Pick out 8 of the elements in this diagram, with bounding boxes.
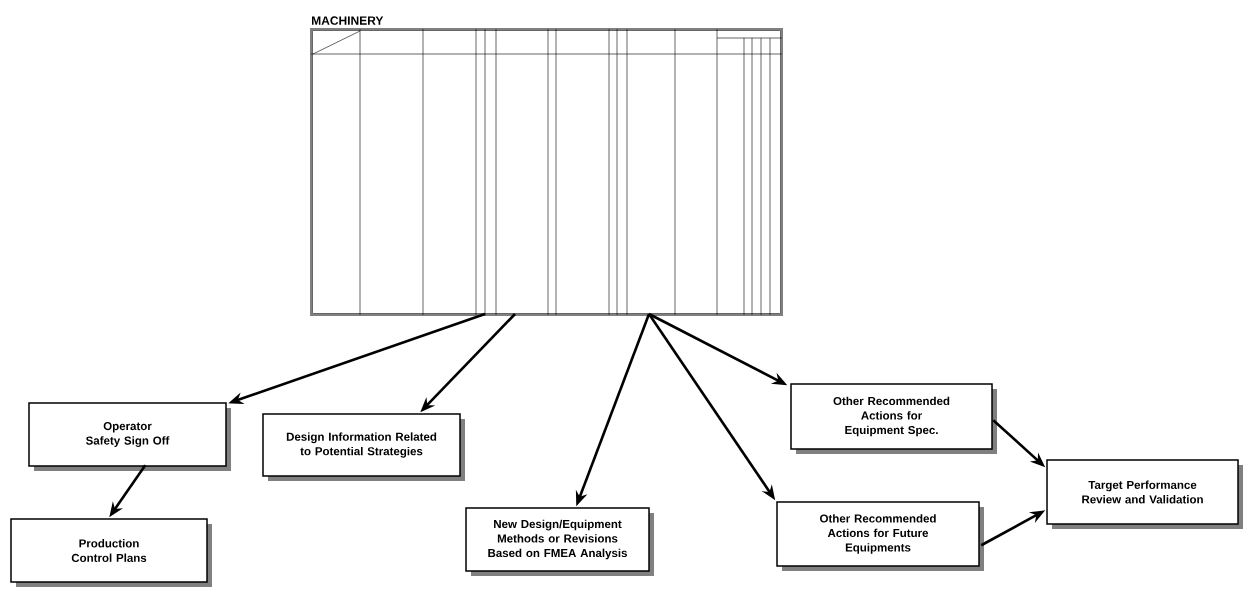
process-box: Design Information Related to Potential Strategies [262,413,465,481]
process-box: Other Recommended Actions for Future Equipments [776,501,984,571]
table-heading: MACHINERY [312,16,384,25]
process-box: Target Performance Review and Validation [1046,459,1243,529]
process-box: Production Control Plans [10,518,212,587]
process-box: Operator Safety Sign Off [28,402,231,471]
process-box: Other Recommended Actions for Equipment Spec. [790,383,997,454]
process-box: New Design/Equipment Methods or Revisions Based on FMEA Analysis [465,507,654,576]
